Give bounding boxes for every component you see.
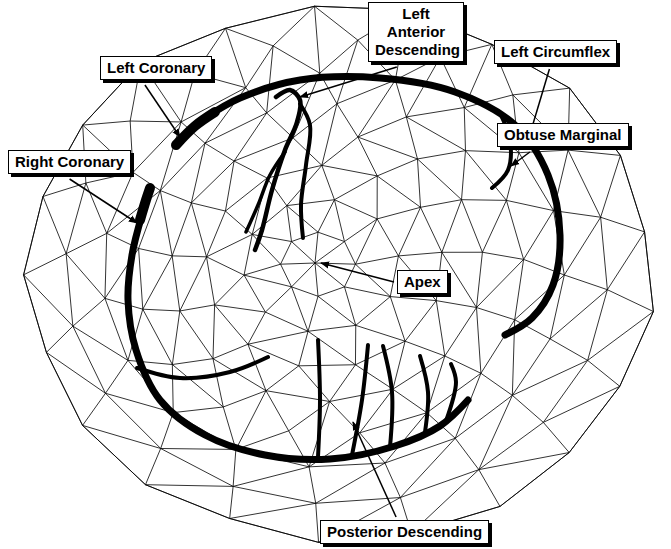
surface-mesh	[24, 6, 654, 542]
label-text: Posterior Descending	[327, 523, 482, 541]
label-box: Left Anterior Descending	[368, 2, 464, 62]
label-text: Left Anterior Descending	[375, 5, 457, 59]
artery-path	[446, 364, 456, 421]
coronary-arteries	[128, 77, 560, 460]
label-text: Left Circumflex	[501, 43, 610, 61]
leader-arrow	[321, 263, 394, 282]
leader-arrow	[145, 85, 180, 137]
leader-lines	[70, 67, 550, 517]
artery-path	[300, 104, 310, 238]
artery-path	[246, 152, 285, 232]
artery-path	[176, 112, 215, 145]
artery-path	[205, 77, 560, 335]
label-box: Left Coronary	[100, 56, 212, 80]
leader-arrow	[511, 152, 530, 166]
artery-path	[137, 357, 268, 378]
leader-arrow	[300, 67, 397, 97]
label-text: Left Coronary	[107, 59, 205, 77]
mesh-lines	[24, 6, 654, 542]
label-box: Left Circumflex	[494, 40, 617, 64]
artery-path	[140, 188, 150, 220]
artery-path	[128, 215, 468, 460]
label-box: Posterior Descending	[320, 520, 489, 544]
label-text: Obtuse Marginal	[504, 126, 622, 144]
artery-path	[383, 346, 392, 447]
leader-arrow	[353, 422, 396, 517]
leader-arrow	[70, 179, 137, 223]
label-text: Right Coronary	[15, 153, 124, 171]
label-box: Right Coronary	[8, 150, 131, 174]
artery-path	[255, 90, 301, 250]
label-box: Obtuse Marginal	[497, 123, 629, 147]
artery-path	[420, 356, 428, 432]
artery-path	[318, 340, 320, 457]
label-text: Apex	[404, 273, 441, 291]
label-box: Apex	[397, 270, 448, 294]
